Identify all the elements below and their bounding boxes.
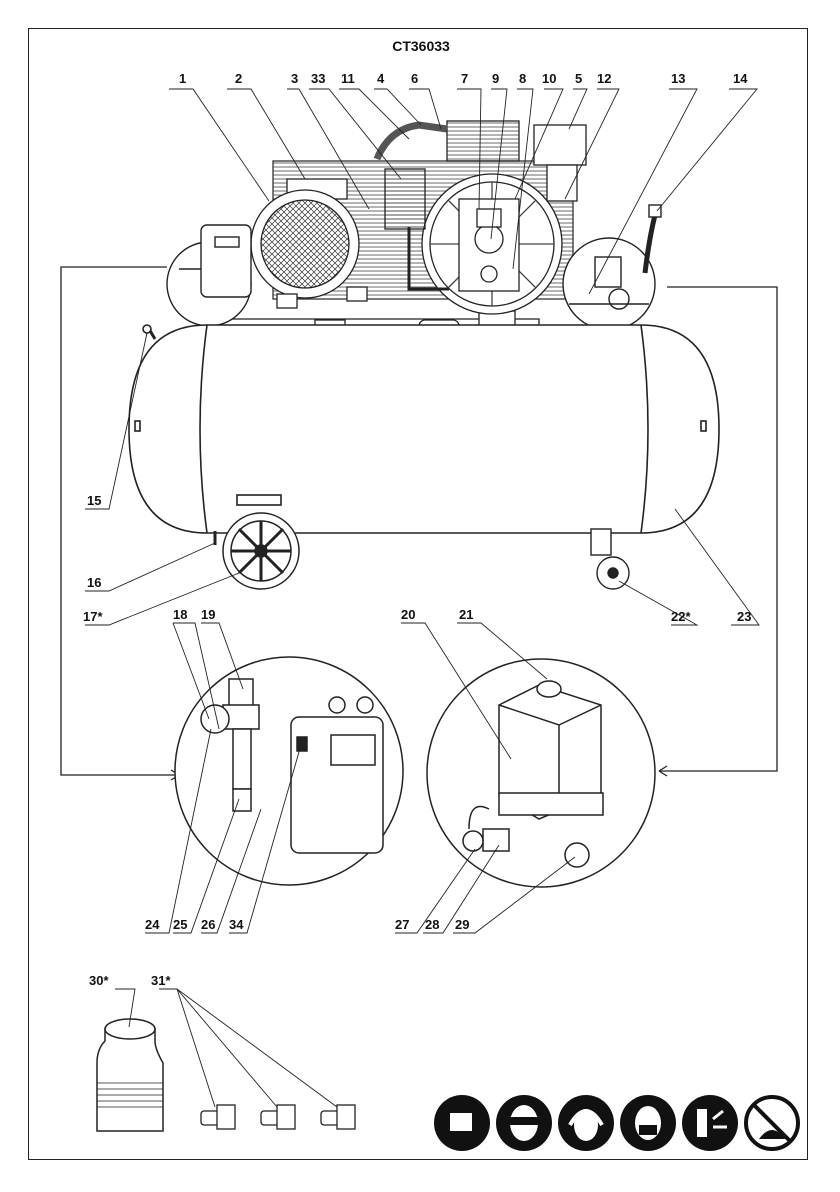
callout-19: 19 <box>201 607 215 622</box>
callout-11: 11 <box>341 71 355 86</box>
callout-16: 16 <box>87 575 101 590</box>
callout-3: 3 <box>291 71 298 86</box>
callout-9: 9 <box>492 71 499 86</box>
caster-icon <box>591 529 629 589</box>
callout-34: 34 <box>229 917 244 932</box>
callout-33: 33 <box>311 71 325 86</box>
callout-21: 21 <box>459 607 473 622</box>
callout-23: 23 <box>737 609 751 624</box>
safety-icons <box>434 1095 798 1151</box>
callout-26: 26 <box>201 917 215 932</box>
ear-protection-icon <box>558 1095 614 1151</box>
callout-5: 5 <box>575 71 582 86</box>
eye-protection-icon <box>496 1095 552 1151</box>
diagram-frame: CT36033 <box>28 28 808 1160</box>
callout-4: 4 <box>377 71 385 86</box>
detail-circle-right-top <box>563 238 655 330</box>
compressor-unit <box>209 121 629 345</box>
callout-22: 22* <box>671 609 691 624</box>
callout-2: 2 <box>235 71 242 86</box>
mask-icon <box>620 1095 676 1151</box>
detail-circle-regulator <box>175 657 403 885</box>
callout-24: 24 <box>145 917 160 932</box>
model-title: CT36033 <box>392 38 450 54</box>
read-manual-icon <box>434 1095 490 1151</box>
callout-13: 13 <box>671 71 685 86</box>
oil-bottle-icon <box>97 1019 163 1131</box>
callout-15: 15 <box>87 493 101 508</box>
no-frost-icon <box>746 1097 798 1149</box>
callout-7: 7 <box>461 71 468 86</box>
air-tank <box>129 325 719 533</box>
callout-25: 25 <box>173 917 187 932</box>
callout-1: 1 <box>179 71 186 86</box>
wheel-icon <box>223 513 299 589</box>
callout-18: 18 <box>173 607 187 622</box>
callout-8: 8 <box>519 71 526 86</box>
detail-circle-pressure-switch <box>427 659 655 887</box>
callout-14: 14 <box>733 71 748 86</box>
detail-circle-left-top <box>167 225 251 326</box>
callout-28: 28 <box>425 917 439 932</box>
callout-27: 27 <box>395 917 409 932</box>
hose-fitting-icons <box>201 1105 355 1129</box>
unplug-icon <box>682 1095 738 1151</box>
callout-29: 29 <box>455 917 469 932</box>
callout-10: 10 <box>542 71 556 86</box>
callout-17: 17* <box>83 609 103 624</box>
callout-31: 31* <box>151 973 171 988</box>
callout-30: 30* <box>89 973 109 988</box>
callout-20: 20 <box>401 607 415 622</box>
compressor-exploded-diagram: CT36033 <box>29 29 809 1161</box>
callout-12: 12 <box>597 71 611 86</box>
callout-6: 6 <box>411 71 418 86</box>
